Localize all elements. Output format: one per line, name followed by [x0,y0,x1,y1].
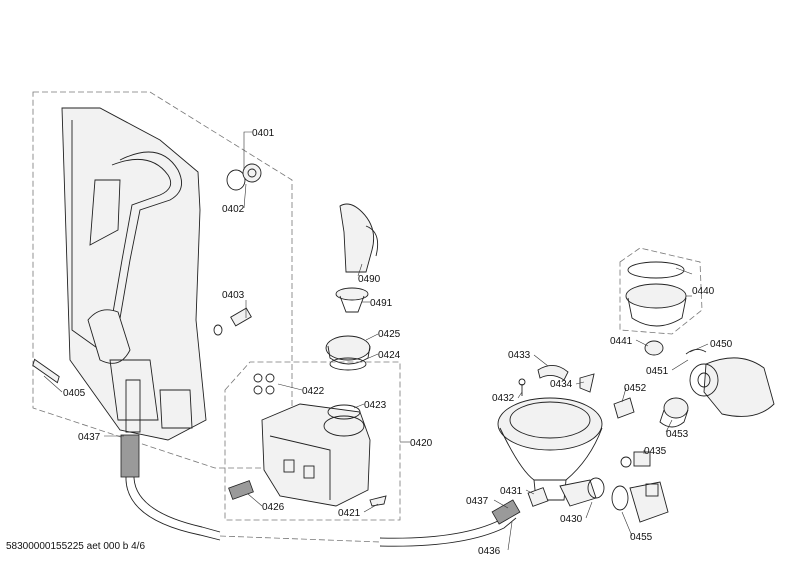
label-0435: 0435 [644,446,667,457]
side-panel-part [32,107,207,441]
label-0433: 0433 [508,350,531,361]
label-0441: 0441 [610,336,633,347]
seal-ring-part [226,163,262,191]
label-0491: 0491 [370,298,393,309]
drain-pump-part [611,481,669,523]
label-0425: 0425 [378,329,401,340]
document-id-footer: 58300000155225 aet 000 b 4/6 [6,541,146,552]
label-0401: 0401 [252,128,275,139]
sensor-part [228,480,254,500]
screw-part [518,378,526,396]
label-0431: 0431 [500,486,523,497]
strainer-clip-part [537,365,569,381]
label-0423: 0423 [364,400,387,411]
pump-adapter-part [659,397,689,428]
label-0453: 0453 [666,429,689,440]
pump-part [685,349,775,417]
label-0455: 0455 [630,532,653,543]
label-0424: 0424 [378,350,401,361]
label-0426: 0426 [262,502,285,513]
funnel-cap-part [335,287,369,313]
clip-part [369,495,387,507]
label-0402: 0402 [222,204,245,215]
heater-ring-part [625,261,687,327]
label-0432: 0432 [492,393,515,404]
middle-assembly-outline [224,361,401,521]
label-0451: 0451 [646,366,669,377]
sump-part [497,397,605,507]
label-0440: 0440 [692,286,715,297]
small-bracket-part [579,373,595,393]
label-0437-left: 0437 [78,432,101,443]
nozzle-part [527,487,549,507]
label-0430: 0430 [560,514,583,525]
label-0420: 0420 [410,438,433,449]
label-0452: 0452 [624,383,647,394]
leader-lines [43,131,709,551]
label-0490: 0490 [358,274,381,285]
label-0434: 0434 [550,379,573,390]
label-0403: 0403 [222,290,245,301]
label-0436: 0436 [478,546,501,557]
part-labels: 0401 0402 0403 0405 0437 0490 0491 0425 … [63,128,733,557]
cap-part [325,335,371,371]
seal-small-part [644,340,664,356]
label-0421: 0421 [338,508,361,519]
softener-container-part [261,403,371,507]
small-seals-part [253,373,275,395]
jug-part [339,203,379,273]
small-valve-part [620,451,651,468]
label-0450: 0450 [710,339,733,350]
label-0437-right: 0437 [466,496,489,507]
label-0405: 0405 [63,388,86,399]
label-0422: 0422 [302,386,325,397]
bracket-part [613,397,635,419]
drain-hose-part [120,434,521,547]
